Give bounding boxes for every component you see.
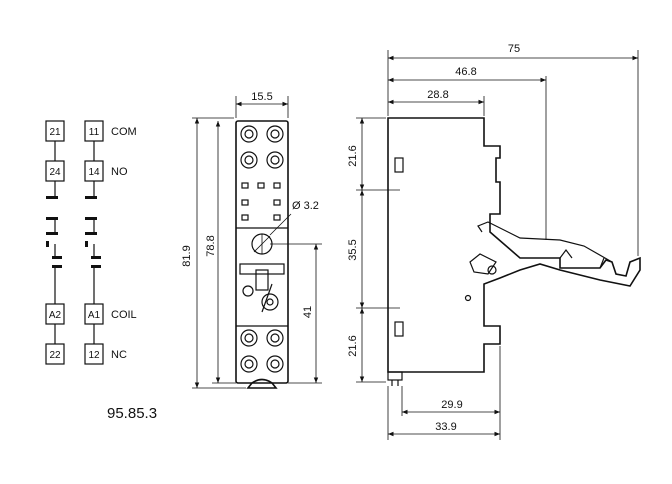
width-dim: 15.5 (251, 91, 272, 103)
bottom-screws (240, 329, 284, 373)
lower-dim: 41 (302, 306, 314, 318)
model-number: 95.85.3 (107, 405, 157, 422)
seg-top-dim: 21.6 (347, 145, 359, 166)
depth-top-dim: 28.8 (427, 89, 448, 101)
nc-label: NC (111, 349, 127, 361)
top-screws (240, 125, 284, 169)
seg-bottom-dim: 21.6 (347, 335, 359, 356)
front-view: Ø 3.2 15.5 81.9 78.8 (181, 91, 322, 389)
depth-mid-dim: 46.8 (455, 66, 476, 78)
terminal-12-label: 12 (88, 350, 100, 361)
terminal-14-label: 14 (88, 167, 100, 178)
height-total-dim: 81.9 (181, 245, 193, 266)
terminal-11-label: 11 (89, 127, 100, 138)
terminal-24-label: 24 (49, 167, 61, 178)
hole-diameter: Ø 3.2 (292, 200, 319, 212)
coil-label: COIL (111, 309, 137, 321)
terminal-a1-label: A1 (88, 310, 101, 321)
contact-slots (241, 182, 281, 221)
base-outer-dim: 33.9 (435, 421, 456, 433)
com-label: COM (111, 126, 137, 138)
no-label: NO (111, 166, 128, 178)
depth-total-dim: 75 (508, 43, 520, 55)
base-inner-dim: 29.9 (441, 399, 462, 411)
terminal-22-label: 22 (49, 350, 61, 361)
side-view: 75 46.8 28.8 21.6 35.5 21.6 29.9 33.9 (347, 43, 641, 440)
terminal-21-label: 21 (49, 127, 61, 138)
height-inner-dim: 78.8 (205, 235, 217, 256)
seg-mid-dim: 35.5 (347, 239, 359, 260)
wiring-schematic: 21 24 A2 22 11 14 A1 12 (45, 120, 157, 422)
terminal-a2-label: A2 (49, 310, 62, 321)
